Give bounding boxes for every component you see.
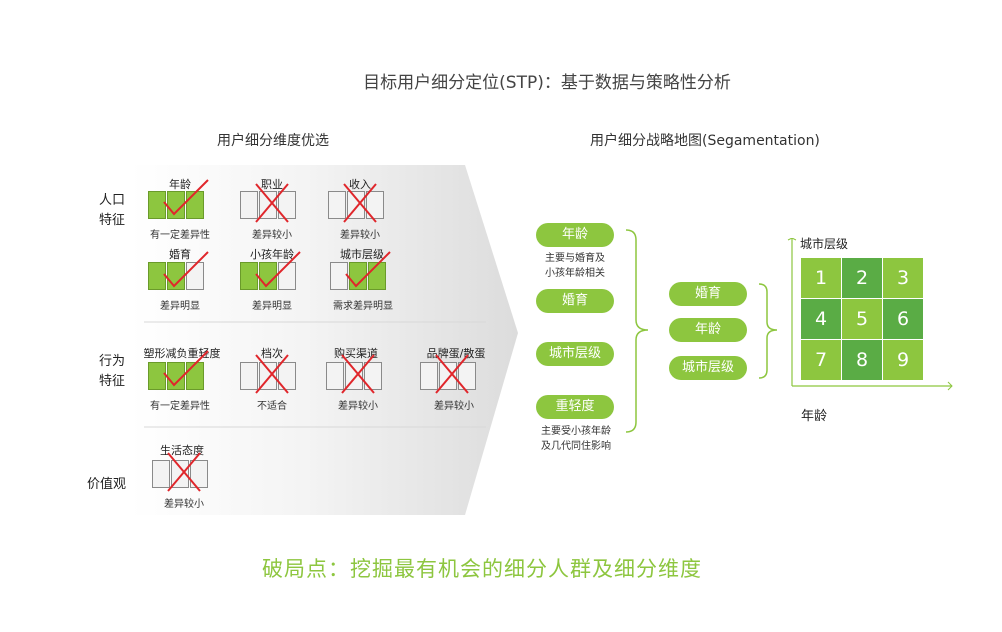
map-cell-1: 1 [801,258,841,298]
map-pill-age: 年龄 [536,223,614,247]
map-note-age: 主要与婚育及 小孩年龄相关 [545,253,605,279]
map-pill-mid-marriage: 婚育 [669,282,747,306]
map-axes [787,238,953,391]
category-demographic: 人口 特征 [98,193,125,228]
panel-arrow-background [130,165,518,515]
left-heading: 用户细分维度优选 [217,133,329,149]
cross-mark-icon [343,183,377,223]
category-values: 价值观 [87,477,127,492]
brace-left-icon [625,229,649,433]
category-behavior: 行为 特征 [98,354,125,389]
dimension-job-note: 差异较小 [252,230,292,241]
map-pill-mid-city: 城市层级 [669,356,747,380]
map-cell-7: 7 [801,340,841,380]
map-cell-2: 2 [842,258,882,298]
conclusion-text: 破局点：挖掘最有机会的细分人群及细分维度 [262,557,702,581]
cross-mark-icon [435,354,469,394]
dimension-age-label: 年龄 [169,178,191,191]
cross-mark-icon [255,183,289,223]
check-mark-icon [163,350,209,387]
dimension-job-label: 职业 [261,178,283,191]
map-y-axis-label: 城市层级 [800,237,849,251]
map-cell-9: 9 [883,340,923,380]
map-x-axis-label: 年龄 [801,409,828,424]
dimension-age-note: 有一定差异性 [150,230,210,241]
map-pill-city: 城市层级 [536,342,614,366]
brace-right-icon [758,283,778,379]
dimension-lifestyle-note: 差异较小 [164,499,204,510]
dimension-income-label: 收入 [349,178,371,191]
dimension-brand-label: 品牌蛋/散蛋 [426,347,486,360]
dimension-child-age-note: 差异明显 [252,301,292,312]
map-cell-3: 3 [883,258,923,298]
dimension-lifestyle-label: 生活态度 [160,444,204,457]
cross-mark-icon [255,354,289,394]
dimension-city-label: 城市层级 [340,248,384,261]
dimension-marriage-label: 婚育 [169,248,191,261]
check-mark-icon [255,251,301,288]
dimension-channel-boxes [326,362,382,390]
map-pill-marriage: 婚育 [536,289,614,313]
dimension-child-age-label: 小孩年龄 [250,248,294,261]
map-note-weight: 主要受小孩年龄 及几代同住影响 [541,426,611,452]
dimension-income-note: 差异较小 [340,230,380,241]
dimension-city-note: 需求差异明显 [333,301,393,312]
check-mark-icon [345,251,391,288]
dimension-channel-label: 购买渠道 [334,347,378,360]
map-cell-8: 8 [842,340,882,380]
dimension-brand-note: 差异较小 [434,401,474,412]
map-cell-6: 6 [883,299,923,339]
dimension-grade-note: 不适合 [257,401,287,412]
dimension-grade-label: 档次 [261,347,283,360]
cross-mark-icon [167,452,201,492]
check-mark-icon [163,251,209,288]
dimension-marriage-note: 差异明显 [160,301,200,312]
map-pill-mid-age: 年龄 [669,318,747,342]
dimension-weight-note: 有一定差异性 [150,401,210,412]
page-title: 目标用户细分定位(STP)：基于数据与策略性分析 [363,73,731,93]
cross-mark-icon [341,354,375,394]
map-cell-4: 4 [801,299,841,339]
map-cell-5: 5 [842,299,882,339]
dimension-lifestyle-boxes [152,460,208,488]
map-pill-weight: 重轻度 [536,395,614,419]
dimension-channel-note: 差异较小 [338,401,378,412]
check-mark-icon [163,179,209,216]
right-heading: 用户细分战略地图(Segamentation) [590,133,820,149]
